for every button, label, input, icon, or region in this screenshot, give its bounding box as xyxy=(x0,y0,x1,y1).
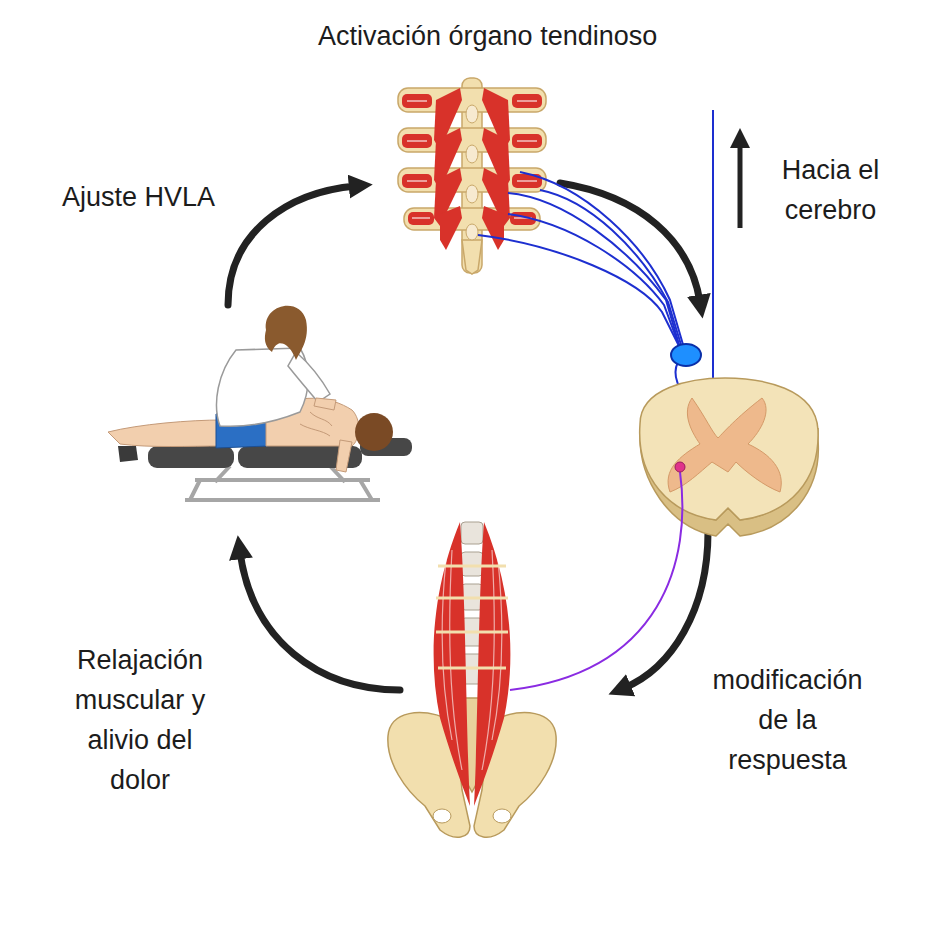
treatment-table xyxy=(148,446,234,468)
cycle-arrow xyxy=(240,552,400,690)
spinal-cord-section xyxy=(640,378,818,520)
therapist xyxy=(265,306,307,360)
text-label: Activación órgano tendinoso xyxy=(318,16,657,56)
therapist xyxy=(217,306,336,427)
patient xyxy=(108,420,222,447)
thoracic-spine xyxy=(398,88,546,274)
cycle-arrow xyxy=(624,532,708,688)
efferent-nerve xyxy=(510,472,682,690)
treatment-table xyxy=(215,466,345,482)
thoracic-spine xyxy=(466,105,478,123)
afferent-nerve xyxy=(520,172,684,348)
thoracic-spine xyxy=(398,78,546,274)
patient xyxy=(355,413,393,451)
thoracic-spine xyxy=(466,185,478,203)
treatment-table xyxy=(185,480,380,500)
afferent-nerve xyxy=(508,214,680,348)
text-label: Ajuste HVLA xyxy=(62,177,215,217)
lumbar-spine-pelvis xyxy=(436,566,508,668)
thoracic-spine xyxy=(402,88,542,250)
text-label: Relajación muscular y alivio del dolor xyxy=(60,640,220,800)
thoracic-spine xyxy=(466,224,478,240)
thoracic-spine xyxy=(462,240,482,274)
text-label: modificación de la respuesta xyxy=(700,660,875,780)
cycle-arrow xyxy=(228,183,708,690)
thoracic-spine xyxy=(466,145,478,163)
patient xyxy=(336,440,352,472)
lumbar-spine-pelvis xyxy=(442,550,502,770)
patient xyxy=(300,412,332,436)
afferent-nerve xyxy=(540,190,682,348)
efferent-nerve xyxy=(675,462,685,472)
thoracic-spine xyxy=(407,101,537,218)
thoracic-spine xyxy=(482,206,504,250)
therapist xyxy=(288,352,330,402)
efferent-nerve xyxy=(510,462,685,690)
therapist xyxy=(314,398,336,410)
spinal-cord-section xyxy=(668,398,781,492)
lumbar-spine-pelvis xyxy=(461,552,483,576)
thoracic-spine xyxy=(466,105,478,240)
ganglion xyxy=(671,344,701,366)
lumbar-spine-pelvis xyxy=(436,566,508,668)
lumbar-spine-pelvis xyxy=(461,522,483,544)
thoracic-spine xyxy=(407,101,537,218)
afferent-nerve xyxy=(478,235,680,348)
lumbar-spine-pelvis xyxy=(388,522,556,837)
cycle-arrow xyxy=(228,186,356,305)
upward-arrow xyxy=(740,142,741,228)
lumbar-spine-pelvis xyxy=(493,809,511,823)
spinal-cord-section xyxy=(640,378,819,536)
upward-arrow xyxy=(738,142,743,228)
ganglion xyxy=(671,344,701,366)
afferent-nerve xyxy=(700,110,713,418)
thoracic-spine xyxy=(440,206,462,250)
lumbar-spine-pelvis xyxy=(433,809,451,823)
patient xyxy=(118,446,138,462)
text-label: Hacia el cerebro xyxy=(763,150,898,230)
